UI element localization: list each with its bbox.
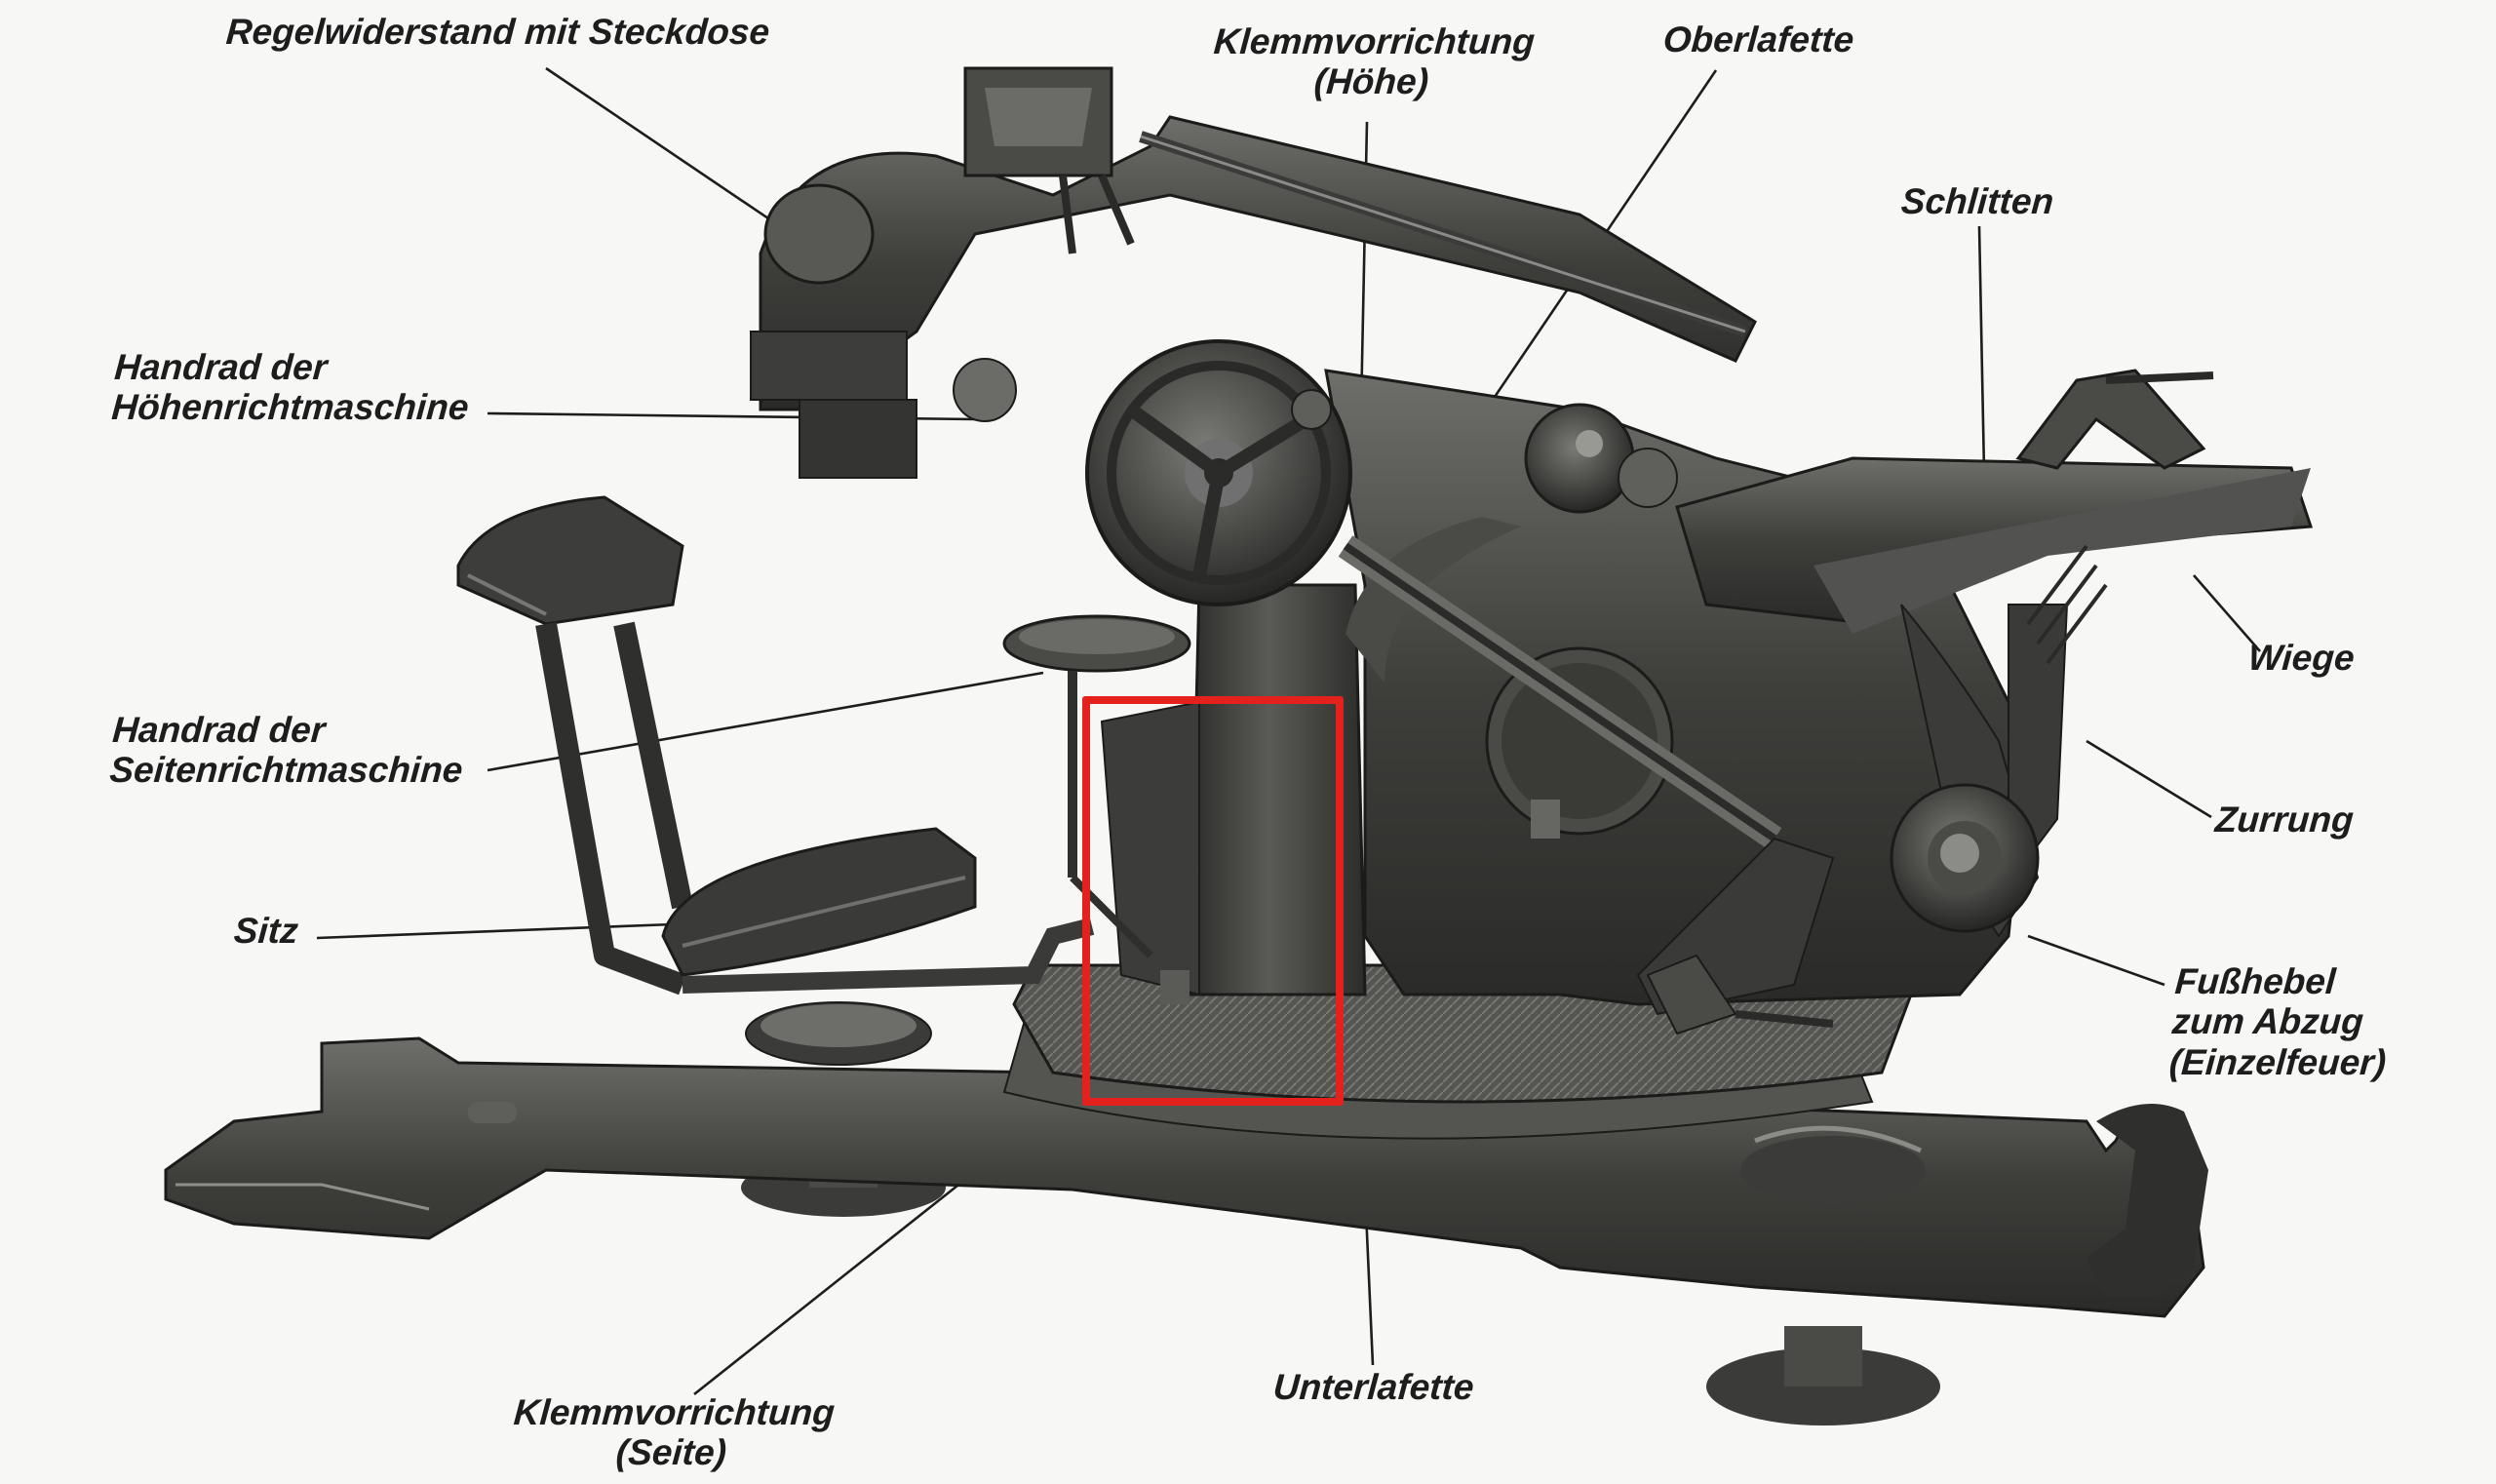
label-zurrung-text: Zurrung [2213, 800, 2356, 840]
leader-zurrung [2086, 739, 2212, 819]
label-klemmvorrichtung-seite: Klemmvorrichtung (Seite) [494, 1392, 851, 1473]
label-klemm-hoehe-line1: Klemmvorrichtung [1212, 21, 1537, 61]
leader-handrad-seite [487, 671, 1044, 772]
label-handrad-hoehe-line1: Handrad der [113, 347, 329, 387]
label-wiege: Wiege [2247, 638, 2357, 678]
label-regelwiderstand: Regelwiderstand mit Steckdose [225, 12, 771, 52]
foot-lever [1646, 954, 1834, 1035]
leader-fusshebel [2027, 934, 2165, 987]
label-sitz: Sitz [233, 911, 300, 951]
label-klemm-hoehe-line2: (Höhe) [1312, 61, 1430, 102]
label-unterlafette: Unterlafette [1271, 1367, 1476, 1407]
label-unterlafette-text: Unterlafette [1271, 1367, 1476, 1407]
top-frame [750, 66, 1757, 479]
label-handrad-seitenrichtmaschine: Handrad der Seitenrichtmaschine [108, 710, 467, 791]
label-schlitten-text: Schlitten [1899, 181, 2055, 221]
label-oberlafette: Oberlafette [1662, 20, 1855, 59]
label-fusshebel: Fußhebel zum Abzug (Einzelfeuer) [2168, 961, 2394, 1082]
label-wiege-text: Wiege [2246, 638, 2357, 678]
label-sitz-text: Sitz [232, 911, 300, 951]
label-handrad-hoehenrichtmaschine: Handrad der Höhenrichtmaschine [110, 347, 473, 428]
label-schlitten: Schlitten [1900, 181, 2055, 221]
leader-wiege [2193, 574, 2261, 652]
label-fusshebel-line1: Fußhebel [2173, 961, 2337, 1001]
highlight-box [1082, 696, 1344, 1106]
pedestal-column [1100, 583, 1367, 1004]
cradle-slide [1675, 369, 2314, 938]
label-klemmvorrichtung-hoehe: Klemmvorrichtung (Höhe) [1194, 21, 1551, 102]
label-zurrung: Zurrung [2214, 800, 2356, 840]
label-regelwiderstand-text: Regelwiderstand mit Steckdose [224, 12, 771, 52]
label-oberlafette-text: Oberlafette [1661, 20, 1855, 59]
label-klemm-seite-line1: Klemmvorrichtung [512, 1392, 837, 1432]
label-handrad-seite-line1: Handrad der [111, 710, 327, 750]
elevation-handwheel [1085, 339, 1352, 606]
seat-assembly [456, 495, 1191, 996]
label-klemm-seite-line2: (Seite) [614, 1432, 728, 1473]
leader-sitz [316, 922, 674, 940]
label-fusshebel-line2: zum Abzug [2170, 1001, 2365, 1042]
trunnion [1636, 783, 2040, 1016]
label-fusshebel-line3: (Einzelfeuer) [2167, 1041, 2388, 1082]
label-handrad-seite-line2: Seitenrichtmaschine [108, 750, 464, 791]
label-handrad-hoehe-line2: Höhenrichtmaschine [110, 387, 470, 428]
bottom-carriage [164, 1001, 2208, 1425]
